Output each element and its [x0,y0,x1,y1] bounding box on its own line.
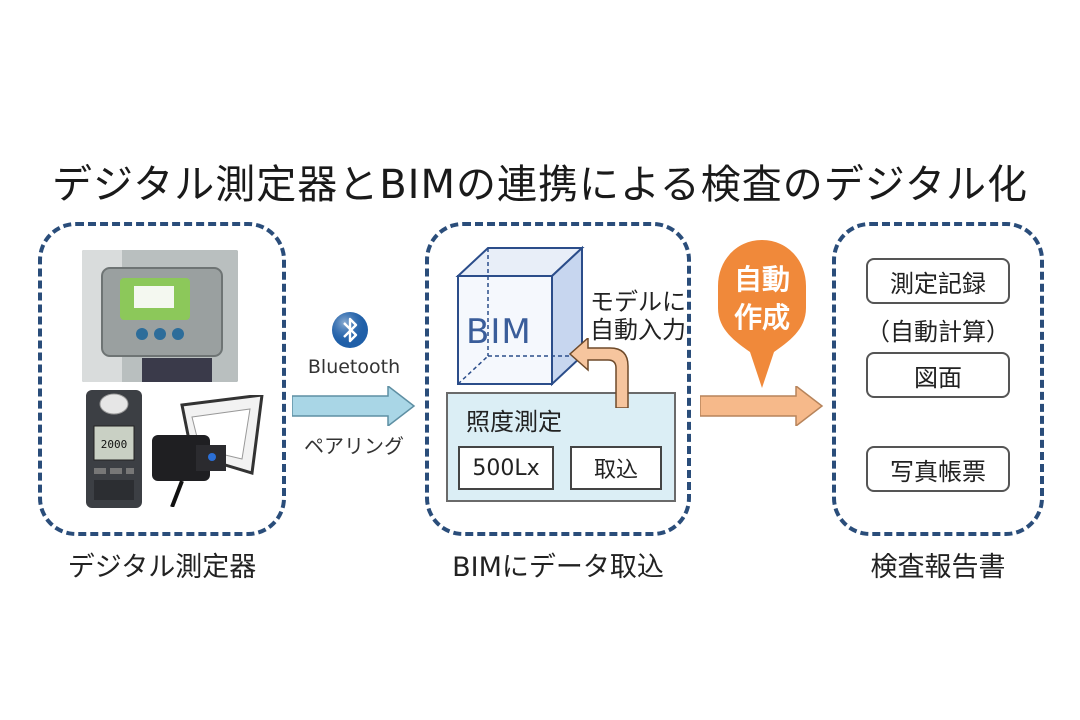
bim-caption: BIMにデータ取込 [452,552,664,583]
report-item-measurement-record: 測定記録 [866,258,1010,304]
bim-panel [425,222,691,536]
auto-create-line2: 作成 [733,301,790,334]
export-arrow [699,384,824,428]
illuminance-measure-title: 照度測定 [466,408,562,436]
svg-text:2000: 2000 [101,438,128,451]
camera-photo [152,395,266,507]
import-arrow [291,384,416,428]
import-box: 取込 [570,446,662,490]
auto-create-line1: 自動 [733,263,790,296]
auto-create-balloon [716,238,808,390]
pairing-label: ペアリング [304,434,404,458]
auto-input-line2: 自動入力 [590,316,686,344]
report-item-drawing: 図面 [866,352,1010,398]
bim-cube-icon [452,238,586,388]
bluetooth-icon [330,310,370,350]
report-item-photo-sheet: 写真帳票 [866,446,1010,492]
report-panel [832,222,1044,536]
diagram-title: デジタル測定器とBIMの連携による検査のデジタル化 [52,162,1028,208]
value-box: 500Lx [458,446,554,490]
instruments-caption: デジタル測定器 [67,552,257,583]
instruments-panel [38,222,286,536]
bluetooth-label: Bluetooth [307,356,401,378]
meter-device-photo [82,250,238,382]
lux-meter-photo: 2000 [80,390,148,508]
auto-input-line1: モデルに [590,288,686,316]
upload-arrow-icon [562,336,636,409]
report-caption: 検査報告書 [870,552,1006,583]
bim-cube-label: BIM [466,312,532,352]
report-auto-calc-note: （自動計算） [866,318,1010,346]
